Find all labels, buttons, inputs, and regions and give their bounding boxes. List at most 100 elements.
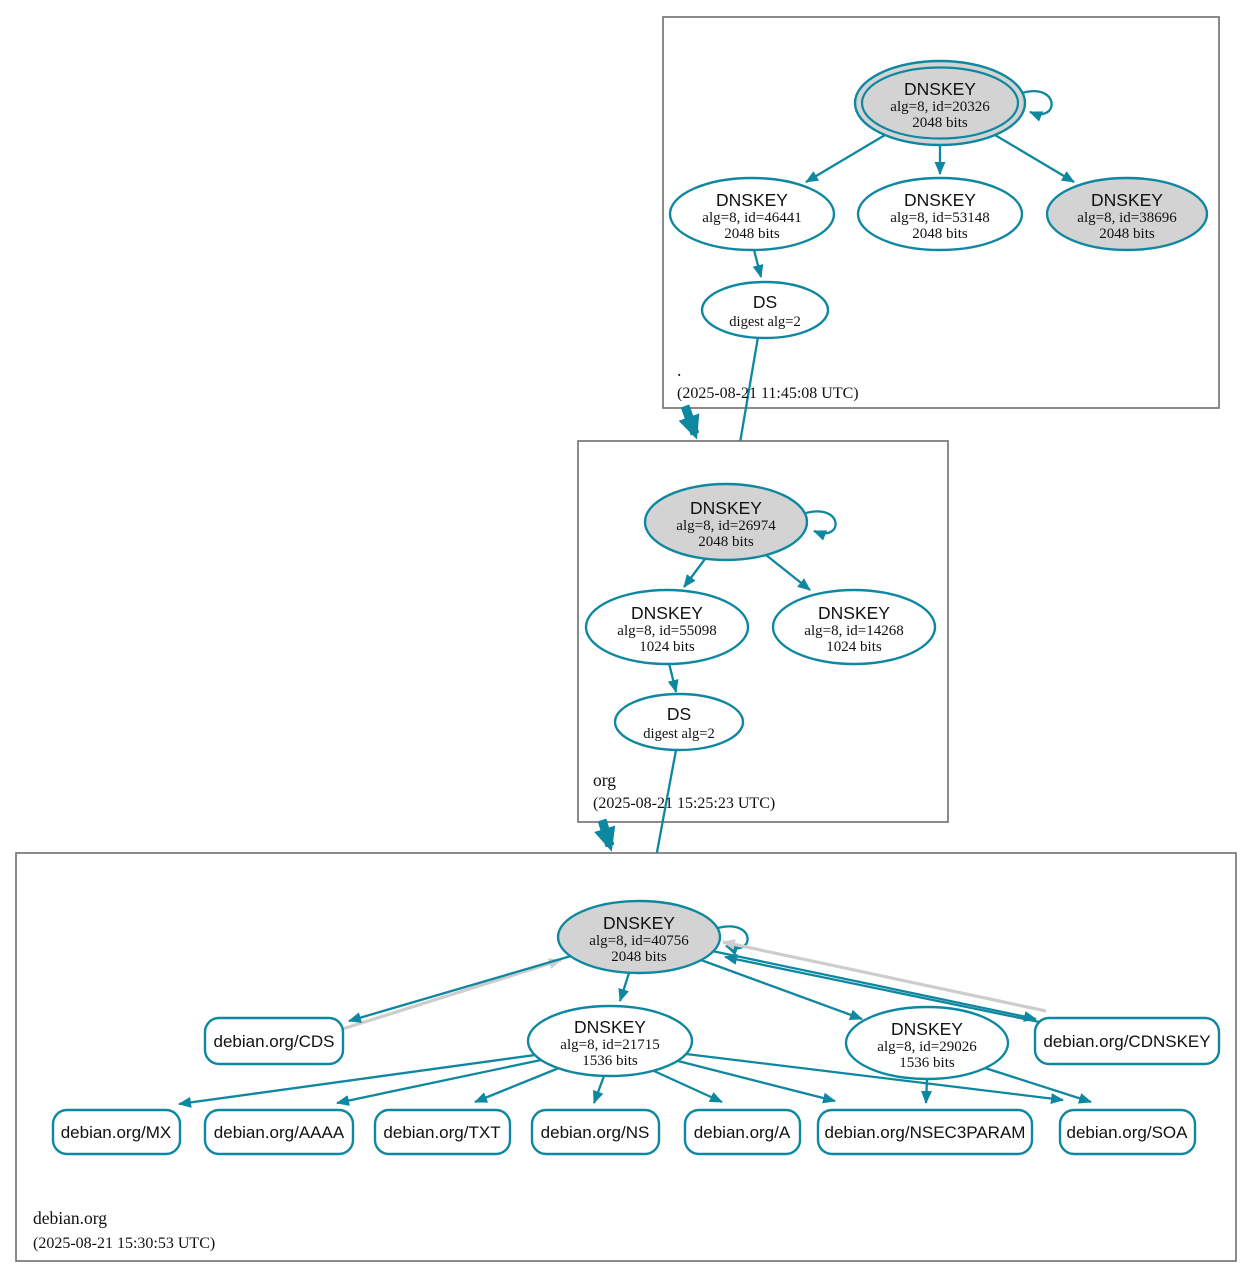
dnskey-29026-bits: 1536 bits — [899, 1055, 955, 1071]
dnskey-node-14268: DNSKEY alg=8, id=14268 1024 bits — [771, 588, 937, 666]
ds-root-ellipse — [700, 280, 830, 340]
rrset-soa-box — [1058, 1108, 1197, 1156]
edge-ksk-to-cdnskey — [711, 949, 1037, 1022]
rrset-soa-label: debian.org/SOA — [1067, 1123, 1189, 1142]
dnskey-26974-title: DNSKEY — [690, 498, 762, 518]
dnskey-40756-ellipse — [556, 899, 722, 975]
dnskey-55098-bits: 1024 bits — [639, 639, 695, 655]
zone-org-timestamp: (2025-08-21 15:25:23 UTC) — [593, 795, 775, 812]
delegation-arrow-org-to-debian — [594, 818, 616, 852]
rrset-mx: debian.org/MX — [51, 1108, 182, 1156]
delegation-arrow-root-to-org — [678, 404, 700, 440]
rrset-cds: debian.org/CDS — [203, 1016, 345, 1066]
rrset-mx-box — [51, 1108, 182, 1156]
dnskey-26974-bits: 2048 bits — [698, 534, 754, 550]
edge-ksk40756-to-zsk21715 — [618, 972, 631, 1002]
dnskey-38696-title: DNSKEY — [1091, 190, 1163, 210]
edge-ksk26974-to-zsk14268 — [765, 554, 811, 591]
dnskey-14268-detail: alg=8, id=14268 — [804, 623, 903, 639]
dnskey-20326-outer-ellipse — [853, 59, 1027, 147]
zone-root-name: . — [677, 360, 681, 380]
dnskey-21715-bits: 1536 bits — [582, 1053, 638, 1069]
dnskey-53148-detail: alg=8, id=53148 — [890, 210, 989, 226]
rrset-txt-label: debian.org/TXT — [383, 1123, 500, 1142]
dnskey-29026-ellipse — [844, 1005, 1010, 1081]
zone-org-name: org — [593, 770, 616, 790]
rrset-nsec3param: debian.org/NSEC3PARAM — [816, 1108, 1034, 1156]
dnskey-46441-detail: alg=8, id=46441 — [702, 210, 801, 226]
edge-cdnskey-to-ksk-gray — [722, 939, 1047, 1013]
ds-node-org: DS digest alg=2 — [613, 692, 745, 752]
dnskey-55098-title: DNSKEY — [631, 603, 703, 623]
dnskey-20326-inner-ring — [860, 66, 1020, 140]
rrset-mx-label: debian.org/MX — [61, 1123, 172, 1142]
dnskey-20326-bits: 2048 bits — [912, 115, 968, 131]
dnskey-46441-title: DNSKEY — [716, 190, 788, 210]
zone-root: DNSKEY alg=8, id=20326 2048 bits DNSKEY … — [662, 16, 1220, 479]
dnskey-38696-ellipse — [1045, 176, 1209, 252]
dnskey-26974-detail: alg=8, id=26974 — [676, 518, 776, 534]
dnskey-21715-detail: alg=8, id=21715 — [560, 1037, 659, 1053]
dnskey-55098-ellipse — [584, 588, 750, 666]
dnskey-node-40756: DNSKEY alg=8, id=40756 2048 bits — [556, 899, 722, 975]
rrset-ns: debian.org/NS — [530, 1108, 661, 1156]
edge-zsk21715-to-mx — [178, 1053, 536, 1108]
zone-debian-org-name: debian.org — [33, 1208, 107, 1228]
zone-org: DNSKEY alg=8, id=26974 2048 bits DNSKEY … — [577, 440, 949, 896]
ds-org-ellipse — [613, 692, 745, 752]
zone-debian-org: DNSKEY alg=8, id=40756 2048 bits DNSKEY … — [15, 852, 1237, 1262]
dnskey-node-21715: DNSKEY alg=8, id=21715 1536 bits — [526, 1004, 694, 1078]
edge-cds-to-ksk-gray — [335, 958, 562, 1033]
dnskey-14268-title: DNSKEY — [818, 603, 890, 623]
rrset-aaaa: debian.org/AAAA — [203, 1108, 355, 1156]
ds-org-title: DS — [667, 704, 691, 724]
rrset-cdnskey-box — [1033, 1016, 1221, 1066]
edge-ksk40756-to-zsk29026 — [700, 958, 863, 1021]
edge-ksk20326-selfloop — [1021, 90, 1053, 122]
dnskey-14268-ellipse — [771, 588, 937, 666]
edge-zsk29026-to-soa — [984, 1066, 1092, 1104]
edge-zsk21715-to-soa — [685, 1052, 1064, 1105]
dnskey-29026-detail: alg=8, id=29026 — [877, 1039, 977, 1055]
ds-root-title: DS — [753, 292, 777, 312]
rrset-soa: debian.org/SOA — [1058, 1108, 1197, 1156]
rrset-ns-label: debian.org/NS — [541, 1123, 650, 1142]
edge-zsk21715-to-txt — [474, 1066, 560, 1104]
rrset-nsec3param-box — [816, 1108, 1034, 1156]
dnskey-node-26974: DNSKEY alg=8, id=26974 2048 bits — [643, 482, 809, 562]
ds-root-detail: digest alg=2 — [729, 314, 800, 330]
dnskey-20326-title: DNSKEY — [904, 79, 976, 99]
rrset-aaaa-label: debian.org/AAAA — [214, 1123, 345, 1142]
rrset-txt-box — [373, 1108, 512, 1156]
dnskey-46441-ellipse — [668, 176, 836, 252]
dnskey-node-20326: DNSKEY alg=8, id=20326 2048 bits — [853, 59, 1027, 147]
dnskey-node-53148: DNSKEY alg=8, id=53148 2048 bits — [856, 176, 1024, 252]
rrset-a: debian.org/A — [683, 1108, 802, 1156]
dnskey-38696-bits: 2048 bits — [1099, 226, 1155, 242]
edge-zsk21715-to-aaaa — [336, 1058, 542, 1106]
rrset-a-label: debian.org/A — [694, 1123, 791, 1142]
dnskey-26974-ellipse — [643, 482, 809, 562]
dnskey-40756-title: DNSKEY — [603, 913, 675, 933]
dnskey-node-29026: DNSKEY alg=8, id=29026 1536 bits — [844, 1005, 1010, 1081]
rrset-cdnskey-label: debian.org/CDNSKEY — [1043, 1032, 1210, 1051]
edge-ksk-to-cds — [348, 954, 572, 1023]
edge-zsk21715-to-ns — [592, 1075, 606, 1104]
edge-ksk20326-to-zsk46441 — [805, 134, 886, 183]
rrset-ns-box — [530, 1108, 661, 1156]
ds-node-root: DS digest alg=2 — [700, 280, 830, 340]
edge-ksk26974-to-zsk55098 — [683, 558, 706, 588]
edge-cdnskey-to-ksk — [724, 954, 1050, 1026]
zone-root-timestamp: (2025-08-21 11:45:08 UTC) — [677, 385, 859, 402]
dnskey-20326-detail: alg=8, id=20326 — [890, 99, 990, 115]
rrset-cds-box — [203, 1016, 345, 1066]
dnskey-21715-title: DNSKEY — [574, 1017, 646, 1037]
dnskey-40756-detail: alg=8, id=40756 — [589, 933, 689, 949]
dnskey-53148-bits: 2048 bits — [912, 226, 968, 242]
rrset-nsec3param-label: debian.org/NSEC3PARAM — [825, 1123, 1026, 1142]
dnskey-46441-bits: 2048 bits — [724, 226, 780, 242]
rrset-cds-label: debian.org/CDS — [214, 1032, 335, 1051]
edge-zsk21715-to-nsec3param — [677, 1059, 836, 1104]
